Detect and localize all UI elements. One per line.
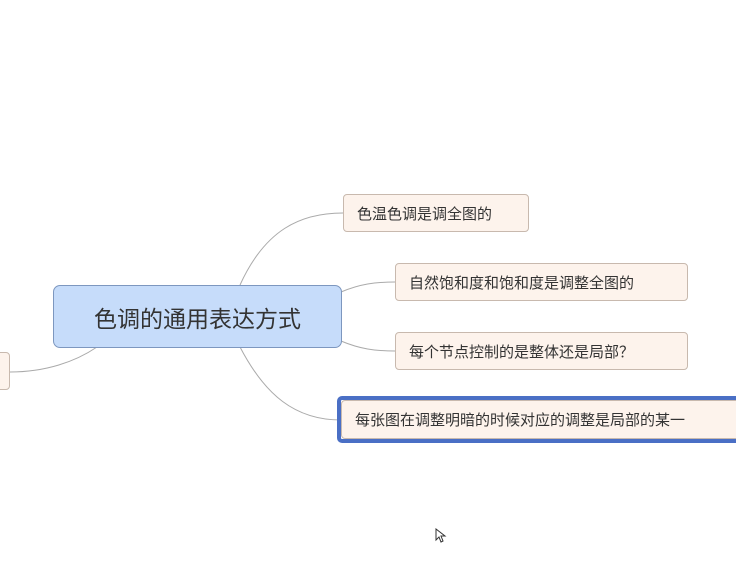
selection-outline bbox=[337, 396, 736, 443]
subtopic-4-selected[interactable]: 每张图在调整明暗的时候对应的调整是局部的某一 bbox=[341, 400, 736, 439]
mouse-cursor-icon bbox=[435, 528, 447, 543]
central-topic[interactable]: 色调的通用表达方式 bbox=[53, 285, 342, 348]
subtopic-2[interactable]: 自然饱和度和饱和度是调整全图的 bbox=[395, 263, 688, 301]
connector-4 bbox=[239, 346, 342, 421]
subtopic-label: 每个节点控制的是整体还是局部？ bbox=[409, 342, 635, 361]
connector-2 bbox=[340, 281, 396, 293]
connector-1 bbox=[239, 212, 344, 286]
subtopic-label: 每张图在调整明暗的时候对应的调整是局部的某一 bbox=[355, 411, 686, 429]
connector-3 bbox=[340, 340, 396, 352]
subtopic-3[interactable]: 每个节点控制的是整体还是局部？ bbox=[395, 332, 688, 370]
central-topic-label: 色调的通用表达方式 bbox=[94, 306, 301, 333]
left-topic-node[interactable] bbox=[0, 352, 10, 390]
connector-left bbox=[9, 346, 98, 373]
subtopic-label: 自然饱和度和饱和度是调整全图的 bbox=[409, 273, 635, 292]
subtopic-1[interactable]: 色温色调是调全图的 bbox=[343, 194, 529, 232]
subtopic-label: 色温色调是调全图的 bbox=[357, 204, 493, 223]
